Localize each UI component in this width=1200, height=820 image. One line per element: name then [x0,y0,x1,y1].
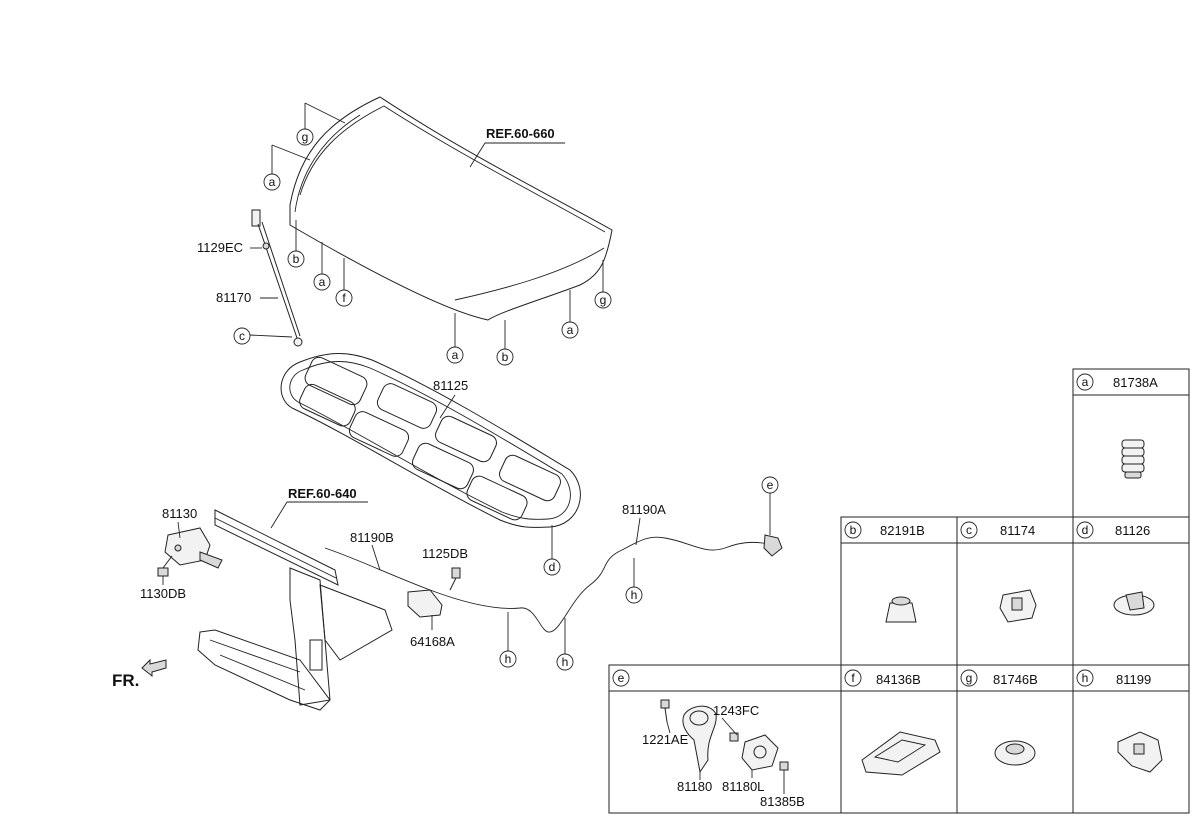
legend-part-81385b: 81385B [760,794,805,809]
legend-letter-b: b [850,523,857,537]
part-81190b-label[interactable]: 81190B [350,530,394,545]
bracket-64168a[interactable] [407,589,443,618]
release-handle-e[interactable] [763,534,783,557]
part-81125-label[interactable]: 81125 [433,378,468,393]
hood-clip-icon [999,589,1037,623]
callout-b: b [502,350,509,364]
legend-part-81126: 81126 [1115,523,1150,538]
legend-letter-c: c [966,523,972,537]
legend-part-1221ae: 1221AE [642,732,689,747]
legend-cell-g[interactable]: g 81746B [960,669,1038,766]
legend-part-82191b: 82191B [880,523,925,538]
ref-front-label[interactable]: REF.60-640 [288,486,357,501]
legend-part-81746b: 81746B [993,672,1038,687]
part-1129ec-label[interactable]: 1129EC [197,240,243,255]
bolt-1130db[interactable] [157,555,173,577]
legend-letter-f: f [851,671,855,685]
legend-part-1243fc: 1243FC [713,703,759,718]
front-arrow-icon [141,658,167,678]
legend-table [608,368,1190,814]
callout-c: c [239,329,245,343]
callout-g: g [302,130,309,144]
callout-f: f [342,291,346,305]
legend-cell-h[interactable]: h 81199 [1076,669,1163,773]
callout-a: a [269,175,276,189]
legend-letter-g: g [966,671,973,685]
legend-cell-f[interactable]: f 84136B [844,669,941,776]
part-81170-label[interactable]: 81170 [216,290,251,305]
callout-h: h [505,652,512,666]
legend-letter-a: a [1082,375,1089,389]
legend-part-81199: 81199 [1116,672,1151,687]
legend-letter-h: h [1082,671,1089,685]
bumper-stopper-icon [1121,439,1145,479]
cable-clip-icon [1117,731,1163,773]
legend-part-81738a: 81738A [1113,375,1158,390]
part-81190a-label[interactable]: 81190A [622,502,666,517]
part-81130-label[interactable]: 81130 [162,506,197,521]
legend-cell-a[interactable]: a 81738A [1076,373,1158,479]
part-1130db-label[interactable]: 1130DB [140,586,186,601]
legend-cell-b[interactable]: b 82191B [844,521,925,623]
legend-part-81174: 81174 [1000,523,1035,538]
legend-letter-e: e [618,671,625,685]
legend-cell-c[interactable]: c 81174 [960,521,1037,623]
hood-callouts: g a b a f a b a g [263,128,612,366]
ref-hood-label[interactable]: REF.60-660 [486,126,555,141]
callout-g: g [600,293,607,307]
legend-part-81180: 81180 [677,779,712,794]
callout-a: a [567,323,574,337]
legend-letter-d: d [1082,523,1089,537]
callout-a: a [319,275,326,289]
hood-insulator-pad[interactable] [280,353,581,528]
release-handle-assembly-icon [660,699,789,774]
legend-part-84136b: 84136B [876,672,921,687]
legend-part-81180l: 81180L [722,779,764,794]
callout-b: b [293,252,300,266]
seal-pad-icon [861,731,941,776]
hood-leaders [271,102,604,350]
hood-latch-81130[interactable] [164,527,223,569]
front-end-panel[interactable] [197,509,393,711]
part-1125db-label[interactable]: 1125DB [422,546,468,561]
front-direction-label: FR. [112,671,139,690]
callout-h: h [631,588,638,602]
hood-stay-rod[interactable] [251,209,303,347]
grommet-icon [994,740,1036,766]
hood-panel[interactable] [289,96,613,321]
release-cable-81190[interactable] [324,536,776,633]
legend-cell-e[interactable]: e 1243FC 1221AE 81180 81180L 81385B [612,669,805,809]
callout-e: e [767,478,774,492]
callout-h: h [562,655,569,669]
callout-d: d [549,560,556,574]
part-64168a-label[interactable]: 64168A [410,634,455,649]
legend-cell-d[interactable]: d 81126 [1076,521,1155,616]
callout-a: a [452,348,459,362]
bolt-1125db[interactable] [449,567,461,591]
insulator-clip-icon [1113,591,1155,616]
rubber-bumper-icon [885,596,917,623]
